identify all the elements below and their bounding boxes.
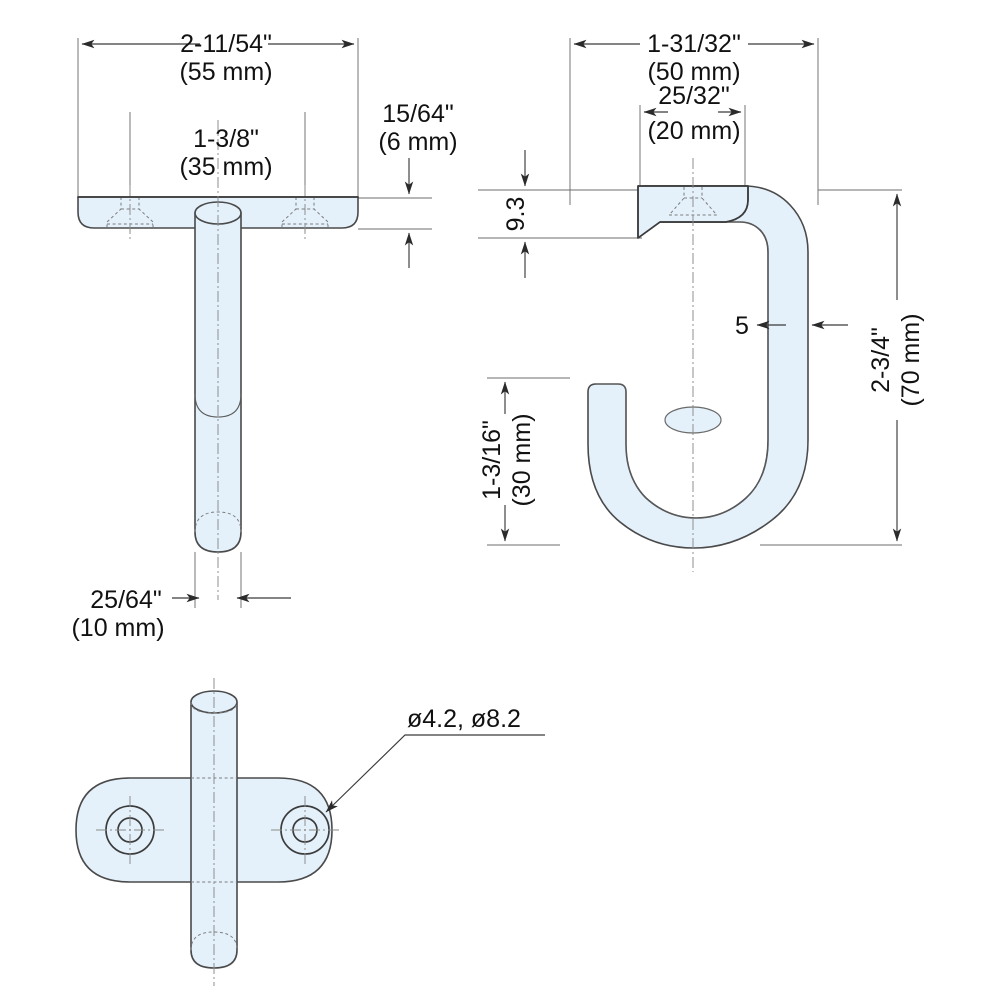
dim-hole-callout-text: ø4.2, ø8.2 [407, 705, 521, 733]
dim-front-rod-imperial: 25/64" [90, 586, 161, 614]
dim-front-thickness-metric: (6 mm) [378, 128, 457, 156]
dim-front-hole-spacing-metric: (35 mm) [179, 153, 272, 181]
hole-callout-leader [325, 734, 545, 813]
front-view: 2-11/54" (55 mm) 1-3/8" (35 mm) 15/64" (… [71, 30, 457, 642]
dim-side-width-imperial: 1-31/32" [647, 30, 741, 58]
dim-front-overall-width-metric: (55 mm) [179, 58, 272, 86]
side-view: 1-31/32" (50 mm) 25/32" (20 mm) 9.3 5 2-… [478, 30, 925, 572]
front-rod-bottom-hidden-arc [194, 511, 242, 533]
bottom-view: ø4.2, ø8.2 [75, 678, 545, 986]
dim-front-overall-width-imperial: 2-11/54" [180, 30, 272, 58]
dim-side-plate-metric: (20 mm) [647, 117, 740, 145]
dim-front-hole-spacing-imperial: 1-3/8" [193, 125, 259, 153]
dim-side-height-imperial: 2-3/4" [867, 327, 895, 393]
side-hook-inner-edge [596, 221, 769, 519]
side-hook-body [587, 185, 809, 549]
dim-front-rod-metric: (10 mm) [71, 614, 164, 642]
dim-front-thickness-imperial: 15/64" [382, 100, 453, 128]
bottom-cylinder-bottom-hidden-arc [190, 931, 238, 951]
dim-side-drop-value: 9.3 [502, 197, 530, 232]
dim-side-depth-imperial: 1-3/16" [478, 420, 506, 500]
dim-side-plate-imperial: 25/32" [658, 82, 729, 110]
dim-side-height-metric: (70 mm) [897, 313, 925, 406]
dim-side-bar-value: 5 [735, 312, 749, 340]
dim-side-width-metric: (50 mm) [647, 58, 740, 86]
dim-side-depth-metric: (30 mm) [508, 413, 536, 506]
front-rod-mid-arc [194, 393, 242, 418]
